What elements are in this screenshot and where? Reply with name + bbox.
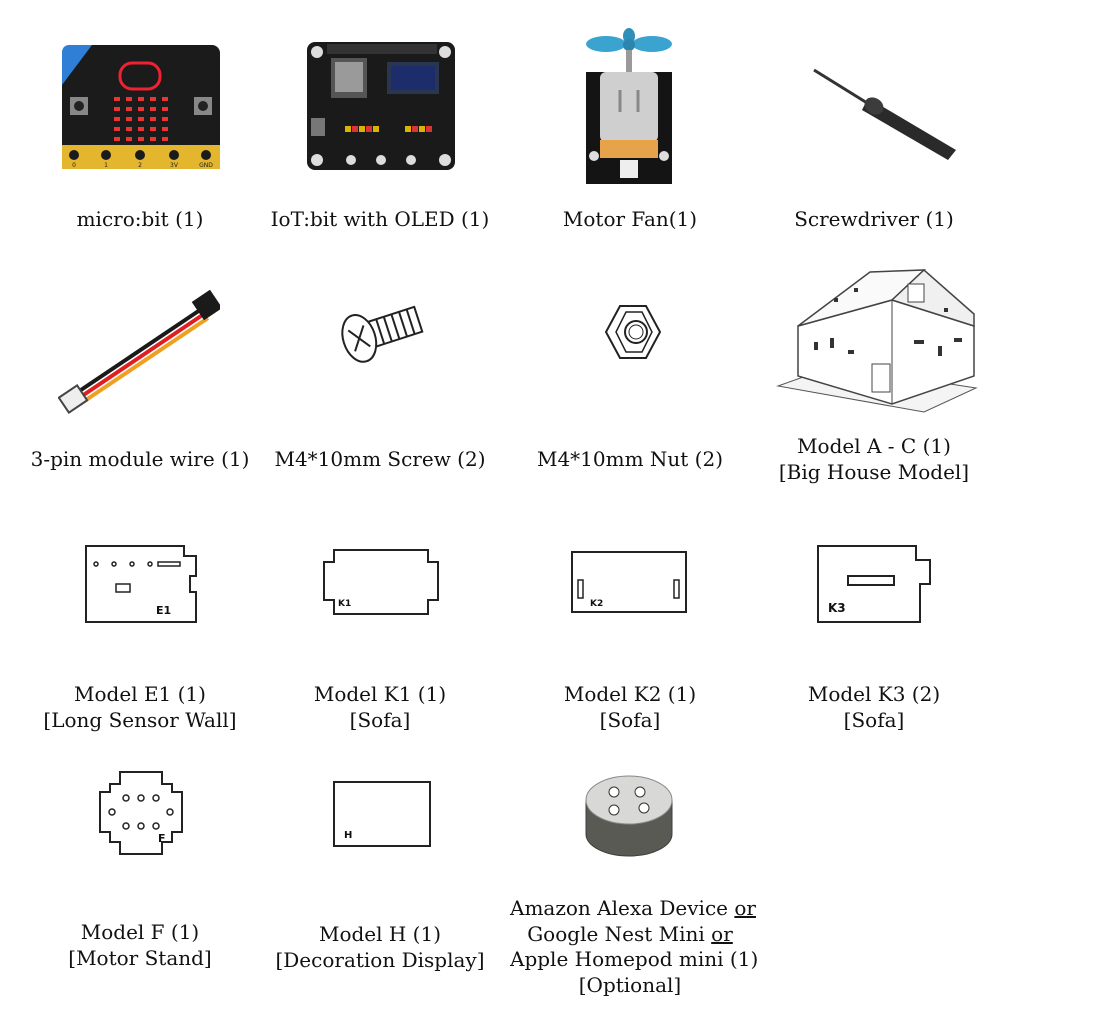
caption-speaker: Amazon Alexa Device or Google Nest Mini … bbox=[510, 896, 759, 998]
screw-icon bbox=[341, 305, 424, 363]
iotbit-board-icon bbox=[307, 42, 455, 170]
caption-microbit: micro:bit (1) bbox=[76, 207, 204, 231]
caption-k1: Model K1 (1) [Sofa] bbox=[313, 682, 447, 732]
speaker-line-1: Amazon Alexa Device or bbox=[510, 896, 756, 920]
smart-speaker-icon bbox=[585, 775, 673, 857]
microbit-board-icon: 0 1 2 3V GND bbox=[62, 45, 220, 169]
module-wire-icon bbox=[58, 290, 220, 414]
caption-screwdriver: Screwdriver (1) bbox=[794, 207, 954, 231]
caption-wire: 3-pin module wire (1) bbox=[30, 447, 250, 471]
speaker-line-4: [Optional] bbox=[578, 972, 682, 997]
caption-house: Model A - C (1) [Big House Model] bbox=[778, 434, 970, 484]
panel-f-icon: F bbox=[99, 771, 183, 855]
panel-k2-icon: K2 bbox=[571, 551, 687, 613]
nut-icon bbox=[604, 305, 662, 359]
pin-label-gnd: GND bbox=[199, 162, 213, 169]
panel-label-k1: K1 bbox=[338, 599, 351, 609]
panel-e1-icon: E1 bbox=[85, 545, 197, 623]
panel-k3-icon: K3 bbox=[817, 545, 931, 623]
speaker-line-3: Apple Homepod mini (1) bbox=[510, 947, 759, 971]
caption-h: Model H (1) [Decoration Display] bbox=[275, 922, 485, 972]
house-model-icon bbox=[776, 268, 978, 413]
panel-label-h: H bbox=[344, 830, 352, 841]
pin-label-3v: 3V bbox=[170, 162, 179, 169]
panel-label-k2: K2 bbox=[590, 599, 603, 609]
caption-k2: Model K2 (1) [Sofa] bbox=[563, 682, 697, 732]
panel-label-k3: K3 bbox=[828, 601, 846, 615]
panel-h-icon: H bbox=[333, 781, 431, 847]
caption-screw: M4*10mm Screw (2) bbox=[274, 447, 486, 471]
caption-iotbit: IoT:bit with OLED (1) bbox=[270, 207, 490, 231]
caption-f: Model F (1) [Motor Stand] bbox=[68, 920, 212, 970]
screwdriver-icon bbox=[813, 68, 956, 160]
motor-fan-icon bbox=[586, 28, 672, 184]
caption-nut: M4*10mm Nut (2) bbox=[536, 447, 724, 471]
panel-label-f: F bbox=[158, 832, 166, 845]
pin-label-1: 1 bbox=[104, 162, 108, 169]
caption-k3: Model K3 (2) [Sofa] bbox=[807, 682, 941, 732]
caption-e1: Model E1 (1) [Long Sensor Wall] bbox=[43, 682, 237, 732]
panel-k1-icon: K1 bbox=[323, 549, 439, 615]
caption-motorfan: Motor Fan(1) bbox=[562, 207, 698, 231]
speaker-line-2: Google Nest Mini or bbox=[527, 921, 733, 946]
pin-label-0: 0 bbox=[72, 162, 76, 169]
pin-label-2: 2 bbox=[138, 162, 142, 169]
panel-label-e1: E1 bbox=[156, 604, 171, 617]
